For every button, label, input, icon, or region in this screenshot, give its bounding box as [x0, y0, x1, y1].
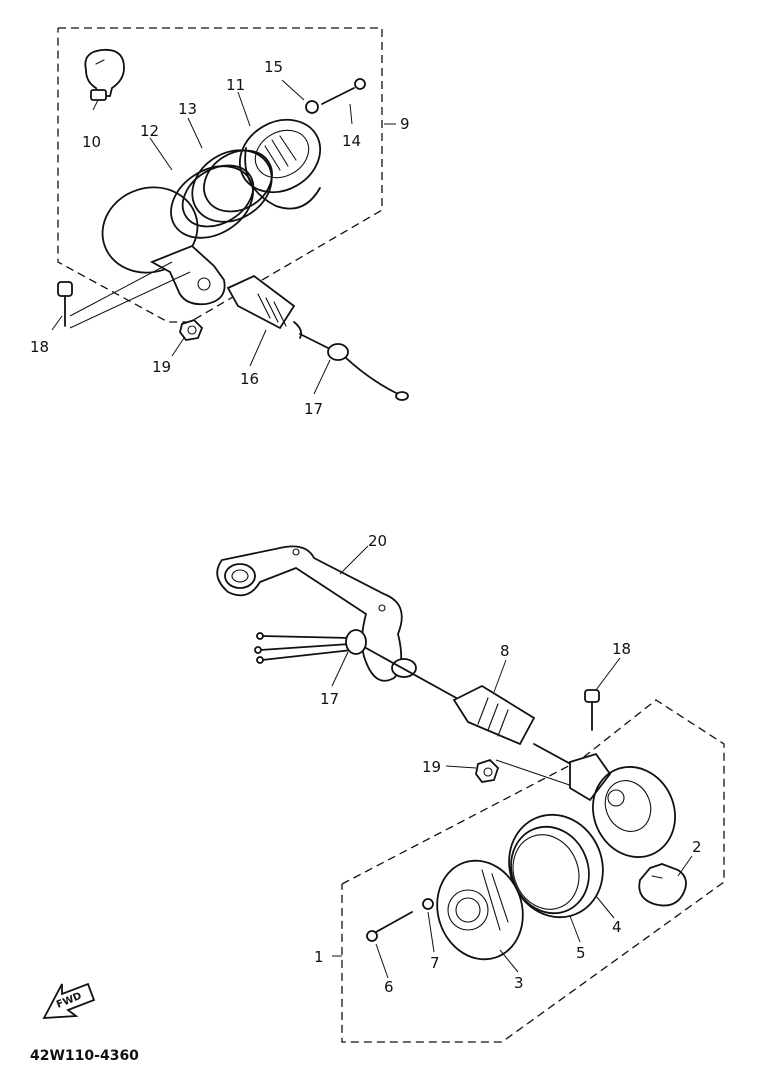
callout-15: 15	[264, 58, 283, 76]
part-nut-19-upper	[179, 318, 204, 341]
callout-19-upper: 19	[152, 358, 171, 376]
callout-4: 4	[612, 918, 622, 936]
callout-6: 6	[384, 978, 394, 996]
callout-14: 14	[342, 132, 361, 150]
callout-11: 11	[226, 76, 245, 94]
part-grommet-17-lower	[254, 629, 461, 701]
part-nut-7	[422, 898, 434, 910]
callout-12: 12	[140, 122, 159, 140]
part-flasher-stay-20	[216, 545, 417, 682]
part-gasket-5	[512, 834, 580, 910]
callout-7: 7	[430, 954, 440, 972]
callout-17-lower: 17	[320, 690, 339, 708]
callout-19-lower: 19	[422, 758, 441, 776]
callout-17-upper: 17	[304, 400, 323, 418]
callout-13: 13	[178, 100, 197, 118]
forward-arrow-icon: FWD	[42, 982, 96, 1019]
callout-3: 3	[514, 974, 524, 992]
assembly-1-boundary	[341, 699, 725, 1043]
part-nut-15	[305, 100, 319, 114]
part-nut-19-lower	[475, 758, 500, 783]
part-socket-8	[452, 684, 579, 769]
callout-18-lower: 18	[612, 640, 631, 658]
drawing-code: 42W110-4360	[30, 1048, 139, 1064]
callout-20: 20	[368, 532, 387, 550]
part-socket-16	[226, 274, 303, 339]
part-lens-12	[101, 186, 199, 274]
part-rim-ring	[191, 149, 273, 223]
part-housing-lower	[569, 752, 676, 858]
callout-leaders	[51, 79, 693, 979]
callout-2: 2	[692, 838, 702, 856]
callout-18-upper: 18	[30, 338, 49, 356]
part-bulb-10	[84, 48, 125, 101]
callout-1: 1	[314, 948, 324, 966]
part-screw-14	[321, 78, 366, 105]
callout-9: 9	[400, 115, 410, 133]
callout-16: 16	[240, 370, 259, 388]
part-housing-11	[238, 118, 322, 210]
part-lens-3	[436, 859, 524, 961]
part-screw-18-upper	[57, 281, 73, 327]
part-screw-18-lower	[584, 689, 600, 731]
part-bulb-2	[638, 863, 687, 907]
callout-8: 8	[500, 642, 510, 660]
part-grommet-17-upper	[299, 333, 409, 401]
callout-10: 10	[82, 133, 101, 151]
part-screw-6	[366, 911, 413, 942]
part-stay-bracket	[149, 244, 226, 306]
callout-5: 5	[576, 944, 586, 962]
